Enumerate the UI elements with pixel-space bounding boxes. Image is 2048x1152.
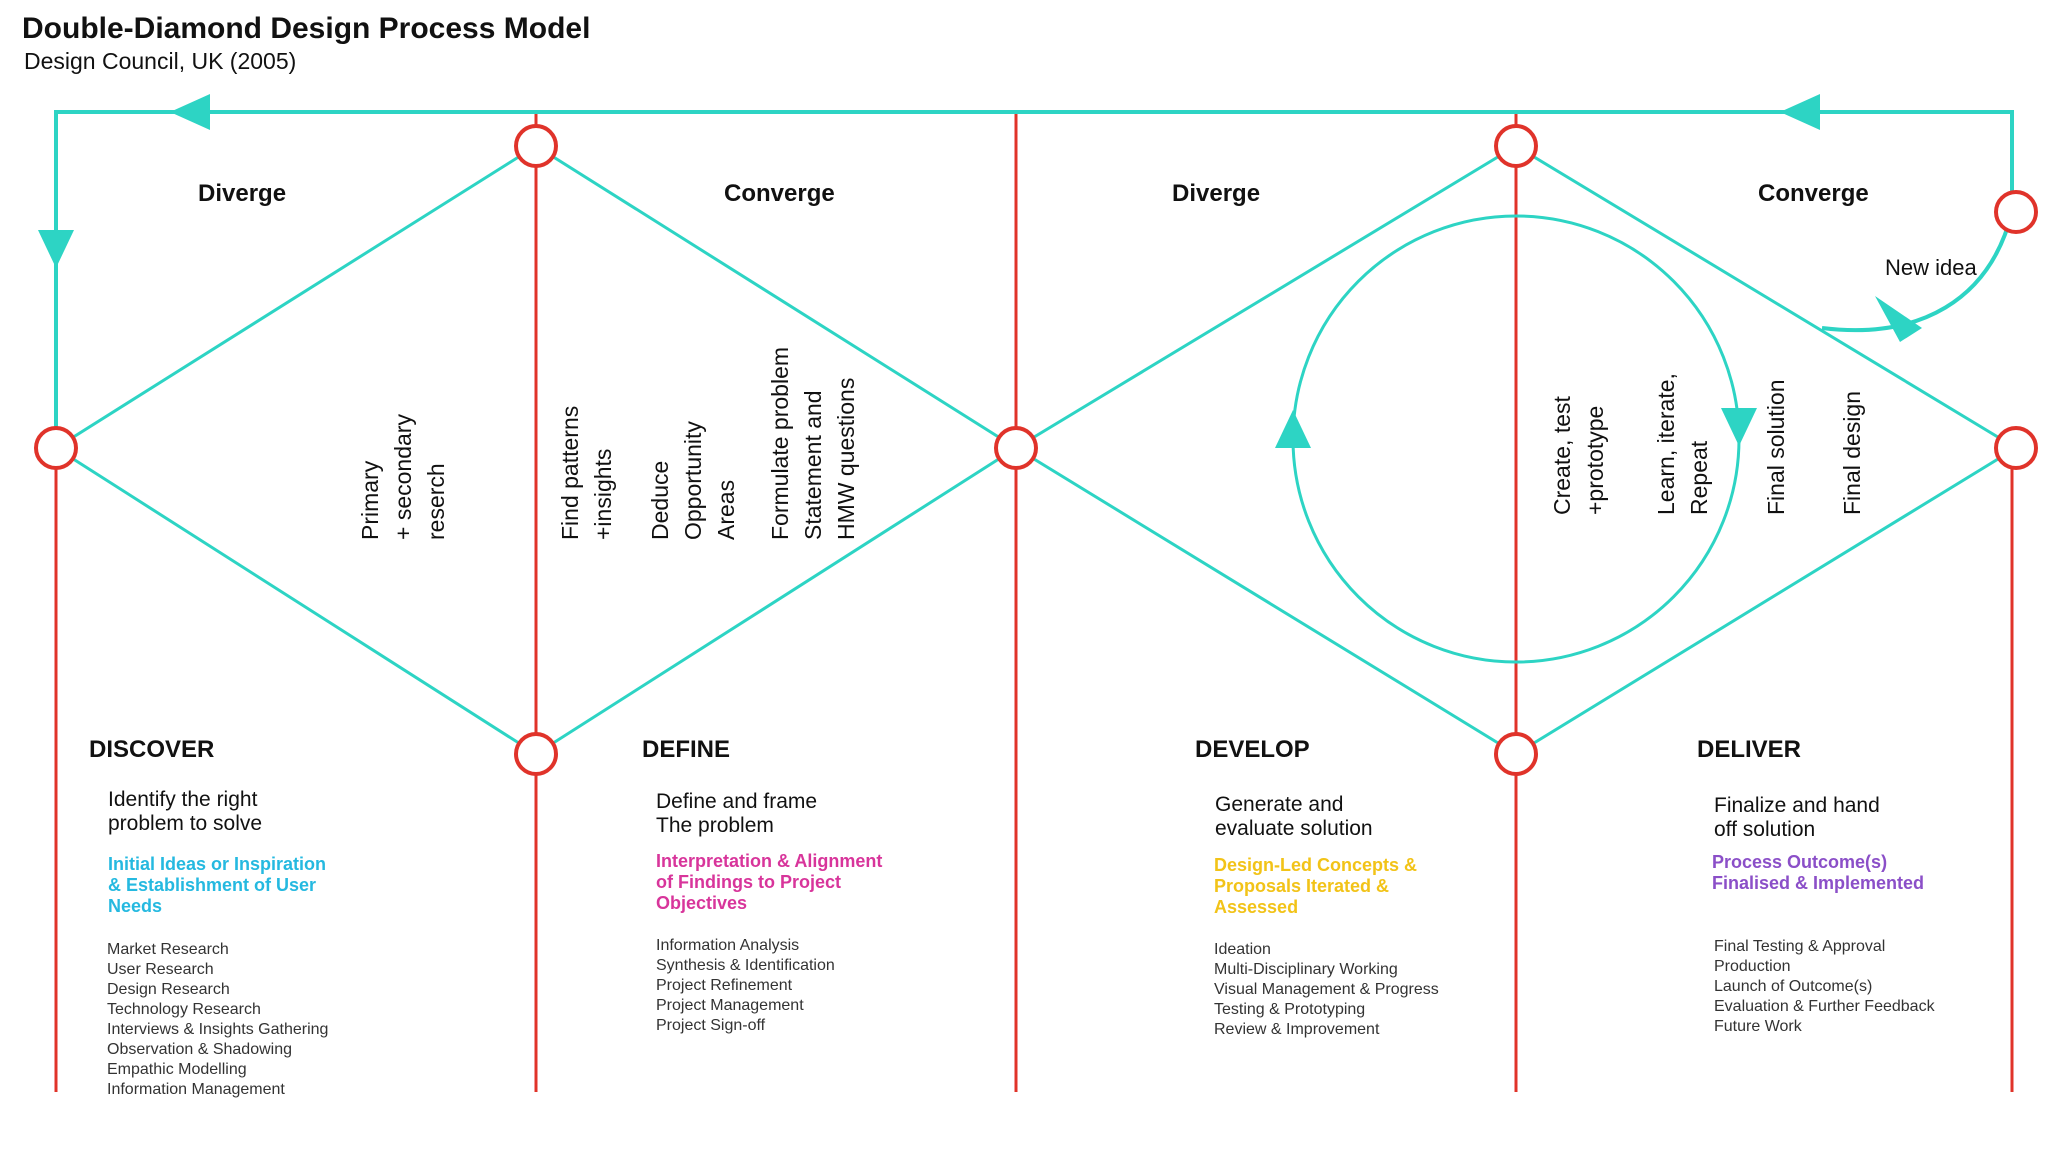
activity-item: Project Sign-off xyxy=(656,1017,766,1034)
node xyxy=(34,426,78,470)
phase-outcome-discover: Initial Ideas or Inspiration & Establish… xyxy=(108,854,327,916)
activity-item: Empathic Modelling xyxy=(107,1061,247,1078)
activity-item: Design Research xyxy=(107,981,230,998)
stage-label-diverge-2: Diverge xyxy=(1172,180,1261,207)
node xyxy=(994,426,1038,470)
stage-label-diverge-1: Diverge xyxy=(198,180,287,207)
phase-goal-deliver: Finalize and hand off solution xyxy=(1714,794,1880,841)
activity-item: Multi-Disciplinary Working xyxy=(1214,961,1398,978)
feedback-loop xyxy=(54,110,2014,448)
activity-item: Review & Improvement xyxy=(1214,1021,1380,1038)
diagram-title: Double-Diamond Design Process Model xyxy=(22,12,591,45)
activity-item: Visual Management & Progress xyxy=(1214,981,1439,998)
node xyxy=(514,124,558,168)
node xyxy=(1494,732,1538,776)
note-find-patterns: Find patterns +insights xyxy=(557,405,616,540)
phase-activities-discover: Market Research User Research Design Res… xyxy=(107,940,328,1100)
phase-activities-deliver: Final Testing & Approval Production Laun… xyxy=(1714,937,1935,1037)
phase-title-develop: DEVELOP xyxy=(1195,736,1310,763)
phase-title-deliver: DELIVER xyxy=(1697,736,1802,763)
phase-goal-discover: Identify the right problem to solve xyxy=(108,788,263,835)
note-final-solution: Final solution xyxy=(1763,379,1789,515)
new-idea-curve xyxy=(1821,211,2014,333)
note-deduce-opportunity: Deduce Opportunity Areas xyxy=(647,421,739,540)
phase-outcome-develop: Design-Led Concepts & Proposals Iterated… xyxy=(1214,855,1418,917)
phase-outcome-deliver: Process Outcome(s) Finalised & Implement… xyxy=(1712,852,1925,893)
phase-activities-define: Information Analysis Synthesis & Identif… xyxy=(656,936,835,1036)
arrow-down-icon xyxy=(1721,408,1757,446)
phase-title-define: DEFINE xyxy=(642,736,731,763)
phase-goal-develop: Generate and evaluate solution xyxy=(1215,793,1373,840)
activity-item: Final Testing & Approval xyxy=(1714,938,1886,955)
activity-item: Market Research xyxy=(107,941,229,958)
arrow-left-icon xyxy=(170,94,210,130)
note-create-test: Create, test +prototype xyxy=(1549,396,1608,515)
node xyxy=(514,732,558,776)
activity-item: Information Management xyxy=(107,1081,285,1098)
diagram-subtitle: Design Council, UK (2005) xyxy=(24,48,297,74)
activity-item: User Research xyxy=(107,961,214,978)
stage-label-converge-2: Converge xyxy=(1758,180,1869,207)
activity-item: Project Management xyxy=(656,997,804,1014)
note-formulate-problem: Formulate problem Statement and HMW ques… xyxy=(767,346,859,540)
stage-label-converge-1: Converge xyxy=(724,180,835,207)
activity-item: Testing & Prototyping xyxy=(1214,1001,1366,1018)
node xyxy=(1994,426,2038,470)
nodes xyxy=(34,124,2038,776)
activity-item: Synthesis & Identification xyxy=(656,957,835,974)
arrow-up-icon xyxy=(1275,410,1311,448)
activity-item: Ideation xyxy=(1214,941,1271,958)
phase-activities-develop: Ideation Multi-Disciplinary Working Visu… xyxy=(1214,940,1439,1040)
phase-outcome-define: Interpretation & Alignment of Findings t… xyxy=(656,851,883,913)
activity-item: Evaluation & Further Feedback xyxy=(1714,998,1935,1015)
new-idea-label: New idea xyxy=(1885,255,1977,280)
top-feedback-path xyxy=(54,110,2014,448)
note-learn-iterate: Learn, iterate, Repeat xyxy=(1653,373,1712,515)
phase-goal-define: Define and frame The problem xyxy=(656,790,818,837)
arrow-left-icon xyxy=(1780,94,1820,130)
activity-item: Technology Research xyxy=(107,1001,261,1018)
new-idea-arrow-icon xyxy=(1875,296,1922,342)
activity-item: Information Analysis xyxy=(656,937,800,954)
phase-divider-lines xyxy=(54,112,2014,1092)
note-primary-research: Primary + secondary reserch xyxy=(357,414,449,540)
phase-title-discover: DISCOVER xyxy=(89,736,215,763)
activity-item: Project Refinement xyxy=(656,977,793,994)
activity-item: Launch of Outcome(s) xyxy=(1714,978,1873,995)
feedback-arrows xyxy=(38,94,1820,268)
activity-item: Future Work xyxy=(1714,1018,1802,1035)
node xyxy=(1494,124,1538,168)
activity-item: Production xyxy=(1714,958,1791,975)
activity-item: Interviews & Insights Gathering xyxy=(107,1021,329,1038)
note-final-design: Final design xyxy=(1839,390,1865,515)
activity-item: Observation & Shadowing xyxy=(107,1041,292,1058)
node xyxy=(1994,190,2038,234)
arrow-down-icon xyxy=(38,230,74,268)
